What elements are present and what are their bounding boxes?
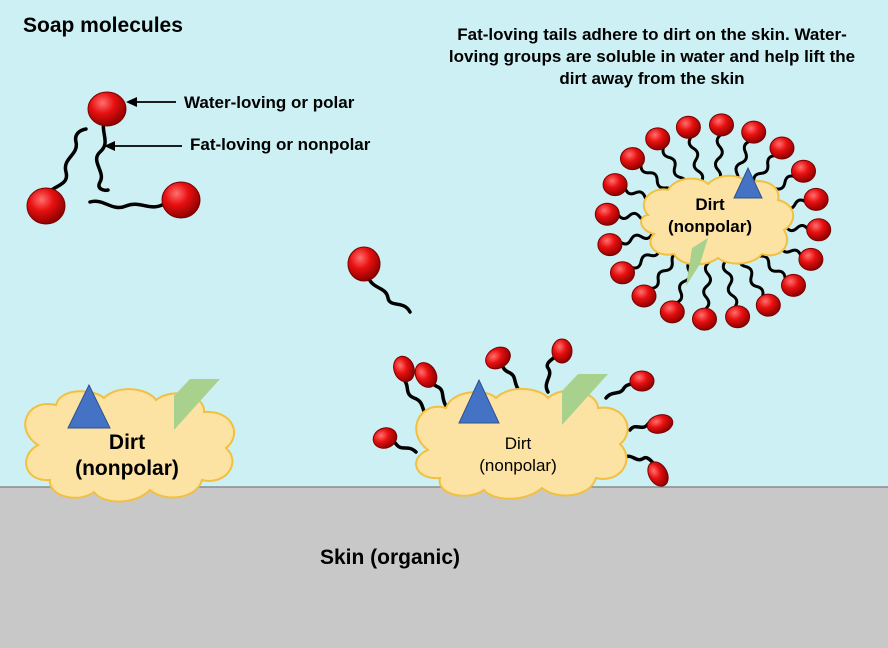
attached-molecule xyxy=(544,338,573,394)
dirt-triangle xyxy=(733,166,763,199)
molecule-head xyxy=(347,246,381,282)
micelle-molecule-head xyxy=(602,173,628,197)
micelle-molecule-head xyxy=(594,202,620,226)
dirt-label-line: (nonpolar) xyxy=(667,217,753,236)
micelle-molecule-head xyxy=(692,307,717,331)
attached-molecule xyxy=(485,346,522,394)
micelle-molecule-head xyxy=(620,147,645,171)
micelle-molecule-head xyxy=(741,120,767,144)
micelle-molecule-head xyxy=(769,136,795,160)
dirt-label-partial: Dirt (nonpolar) xyxy=(479,433,557,477)
attached-molecule xyxy=(604,370,655,400)
micelle-molecule-tail xyxy=(702,260,713,311)
legend-molecule-2 xyxy=(87,91,127,192)
free-molecule xyxy=(347,246,412,314)
polar-head-label: Water-loving or polar xyxy=(184,93,355,112)
molecule-tail xyxy=(88,199,166,210)
micelle-molecule-head xyxy=(803,187,829,211)
molecule-head xyxy=(26,187,66,225)
micelle-molecule-head xyxy=(631,284,657,308)
micelle-molecule-head xyxy=(798,247,824,271)
legend-molecule-1 xyxy=(26,127,88,225)
micelle-molecule-tail xyxy=(675,257,695,305)
micelle-molecule-head xyxy=(791,159,816,183)
dirt-label-micelle: Dirt (nonpolar) xyxy=(668,194,752,238)
attached-molecule xyxy=(372,427,418,454)
micelle-molecule-head xyxy=(675,115,701,139)
dirt-label-line: (nonpolar) xyxy=(479,456,557,475)
molecule-tail xyxy=(94,116,110,192)
micelle-molecule-head xyxy=(709,113,734,137)
micelle-molecule-head xyxy=(610,261,635,285)
dirt-label-line: Dirt xyxy=(695,195,725,214)
nonpolar-arrow xyxy=(104,141,182,151)
nonpolar-tail-label: Fat-loving or nonpolar xyxy=(190,135,371,154)
skin-label: Skin (organic) xyxy=(320,546,461,569)
micelle-molecule-head xyxy=(659,300,685,324)
dirt-shard xyxy=(174,379,220,430)
attached-molecule xyxy=(622,454,669,487)
dirt-triangle xyxy=(458,378,500,424)
molecule-head xyxy=(87,91,127,127)
attached-molecule xyxy=(628,414,674,434)
dirt-blob-partial xyxy=(372,338,674,500)
dirt-triangle xyxy=(67,383,111,429)
polar-arrow xyxy=(126,97,176,107)
dirt-label-plain: Dirt (nonpolar) xyxy=(75,430,179,482)
micelle-molecule-head xyxy=(806,218,832,242)
dirt-blob-plain xyxy=(24,379,236,503)
skin-surface xyxy=(0,487,888,648)
micelle xyxy=(594,113,832,331)
diagram-caption: Fat-loving tails adhere to dirt on the s… xyxy=(448,25,856,88)
micelle-molecule-head xyxy=(755,293,781,317)
micelle-molecule-tail xyxy=(721,260,739,309)
attached-molecule xyxy=(414,362,448,408)
legend-molecule-3 xyxy=(88,181,201,219)
micelle-molecule-head xyxy=(597,233,623,257)
dirt-label-line: (nonpolar) xyxy=(75,457,179,480)
molecule-tail xyxy=(366,274,412,314)
diagram-title: Soap molecules xyxy=(23,14,183,37)
micelle-molecule-head xyxy=(781,273,806,297)
micelle-molecule-head xyxy=(645,127,671,151)
dirt-label-line: Dirt xyxy=(108,431,146,454)
molecule-head xyxy=(161,181,201,219)
micelle-molecule-tail xyxy=(738,255,765,299)
micelle-molecule-tail xyxy=(649,251,681,290)
dirt-label-line: Dirt xyxy=(504,434,532,453)
micelle-molecule-tail xyxy=(713,133,724,184)
micelle-molecule-tail xyxy=(687,135,705,184)
micelle-molecule-head xyxy=(725,305,751,329)
dirt-shard xyxy=(686,238,708,286)
dirt-shard xyxy=(562,374,608,425)
molecule-tail xyxy=(44,127,88,199)
